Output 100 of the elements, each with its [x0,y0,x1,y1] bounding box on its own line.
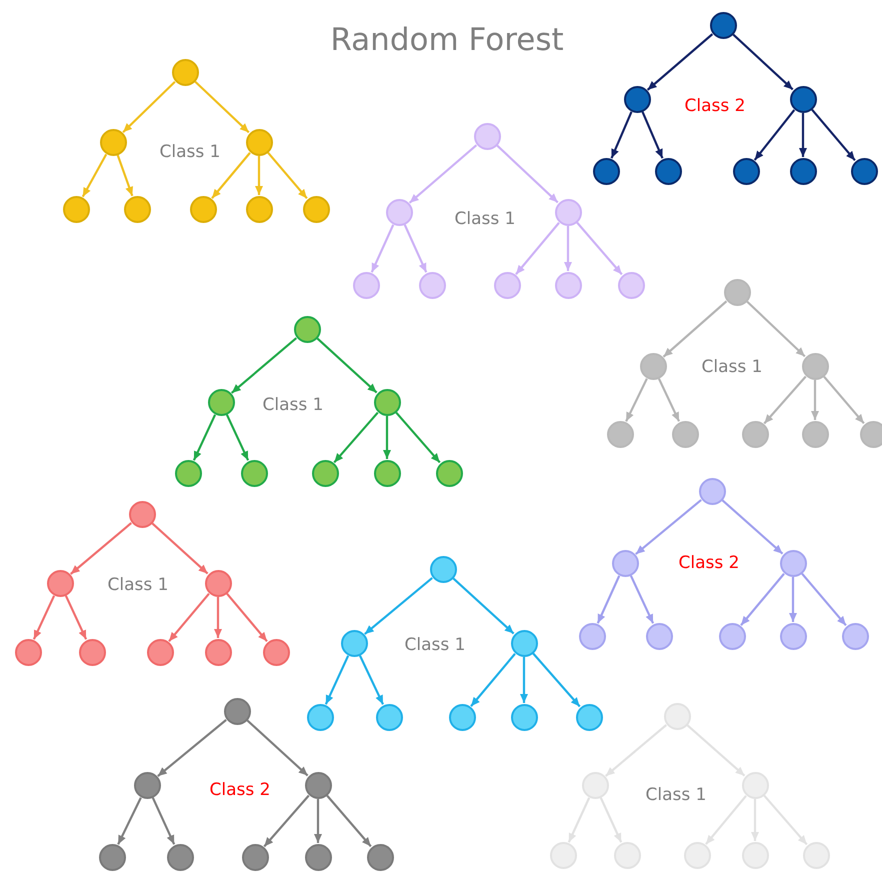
tree-node-circle [128,500,156,528]
arrow [754,109,796,161]
tree-node-circle [436,460,462,486]
arrow [520,657,528,703]
tree-node-circle [224,698,250,724]
arrow [116,154,134,196]
arrow [324,655,350,705]
tree-node-circle [860,420,882,448]
arrow [686,724,746,777]
arrow [383,416,391,459]
tree-node-circle [576,704,602,730]
tree-node-circle [474,122,500,150]
arrow [662,300,728,358]
class-label: Class 1 [108,575,168,595]
tree-node-circle [494,272,520,298]
tree-node-circle [240,460,268,486]
tree-node-circle [802,420,828,448]
class-label: Class 1 [454,209,516,229]
arrow [364,577,433,635]
arrow [722,499,784,555]
tree-node-circle [742,772,768,798]
tree-node-circle [304,772,332,798]
tree-node-circle [550,842,576,868]
tree-node-circle [718,622,746,650]
arrow [152,797,176,845]
arrow [515,222,560,275]
tree-node-circle [554,198,582,226]
arrow [470,653,516,707]
arrow [122,80,176,134]
tree-node-circle [554,272,582,298]
arrow [395,412,441,464]
arrow [194,80,250,134]
tree-node-circle [710,12,736,38]
tree-node-circle [376,704,402,730]
tree-node-circle [582,772,608,798]
tree-node-circle [190,196,216,222]
tree-node-circle [366,844,394,870]
tree-node-circle [724,278,750,306]
tree-node-circle [374,460,400,486]
tree-node-circle [304,844,332,870]
arrow [763,794,808,846]
tree-node-circle [672,420,698,448]
tree-node-circle [302,196,330,222]
tree-node-circle [592,158,620,184]
arrow [214,597,222,638]
arrow [564,226,572,271]
tree-node-circle [646,622,672,650]
arrow [70,522,132,575]
arrow [404,224,428,273]
tree-node-circle [448,704,476,730]
class-label: Class 1 [702,357,762,377]
arrow [610,111,632,159]
tree-node-circle [790,158,816,184]
tree-node-circle [430,556,456,582]
tree-node-circle [614,842,640,868]
tree-node-circle [624,86,650,112]
tree-node-circle [850,158,878,184]
tree-node-circle [418,272,446,298]
tree-node-circle [124,196,150,222]
arrow [255,156,263,195]
arrow [600,797,622,843]
tree-node-circle [578,622,606,650]
class-label: Class 2 [684,96,746,116]
arrow [246,720,308,776]
tree-node-circle [510,704,538,730]
tree-node-circle [802,842,830,868]
class-label: Class 1 [262,395,324,415]
arrow [658,378,680,422]
tree-node-circle [698,478,726,504]
arrow [751,799,759,841]
arrow [605,724,667,777]
tree-node-circle [174,460,202,486]
arrow [811,380,819,420]
arrow [117,797,142,845]
arrow [811,108,856,162]
arrow [64,595,88,640]
tree-node-circle [654,158,682,184]
tree-node-circle [684,842,710,868]
tree-node-circle [664,702,690,730]
arrow [211,152,251,199]
arrow [596,575,620,624]
tree-node-circle [146,638,174,666]
arrow [496,144,559,204]
diagram-title: Random Forest [329,22,565,58]
arrow [740,573,785,626]
arrow [746,300,806,358]
class-label: Class 1 [160,142,220,162]
arrow [152,522,208,574]
tree-node-circle [246,128,272,156]
arrow [32,595,56,640]
arrow [646,33,714,91]
class-label: Class 1 [404,635,466,655]
tree-node-circle [374,388,400,416]
arrow [316,338,378,394]
arrow [82,154,108,198]
tree-node-circle [208,388,234,416]
arrow [408,144,478,204]
arrow [370,224,394,273]
arrow [359,655,384,705]
class-label: Class 2 [210,780,270,800]
